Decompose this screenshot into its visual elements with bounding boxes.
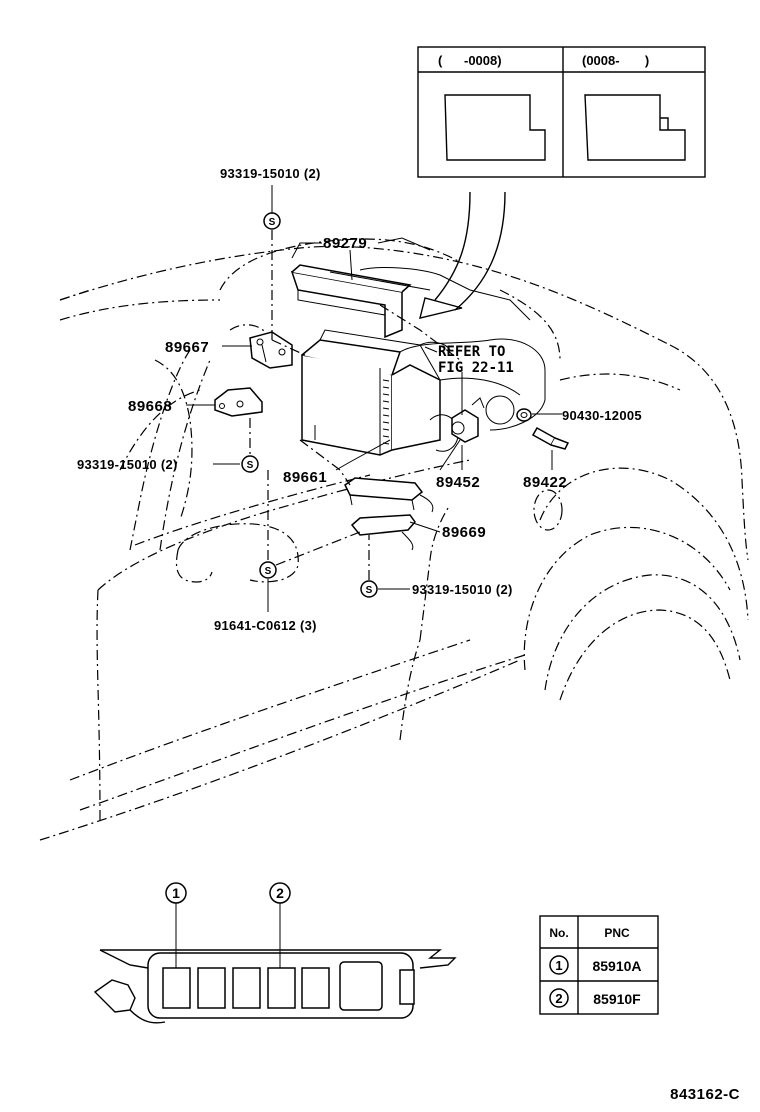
callout-1: 1: [165, 882, 187, 968]
pnc-header-no: No.: [549, 926, 568, 940]
bracket-89279: [290, 264, 431, 339]
washer-90430: [516, 408, 532, 422]
pnc-row-1-no: 1: [555, 958, 562, 973]
pnc-row-1-pnc: 85910A: [592, 958, 641, 974]
callout-1-text: 1: [172, 885, 180, 901]
pnc-table: No. PNC 1 85910A 2 85910F: [539, 915, 659, 1015]
label-bolt-left: 93319-15010 (2): [77, 457, 178, 472]
label-plug: 90430-12005: [562, 408, 642, 423]
label-89279: 89279: [323, 235, 367, 252]
s-symbol-screw: S: [259, 561, 277, 579]
curved-arrow: [419, 191, 506, 319]
figure-id: 843162-C: [670, 1086, 740, 1103]
inset-left-label: ( -0008): [438, 53, 502, 68]
label-89668: 89668: [128, 398, 172, 415]
label-89669: 89669: [442, 524, 486, 541]
vehicle-outline: [39, 238, 749, 841]
pnc-header-pnc: PNC: [604, 926, 630, 940]
sensor-89669: [344, 477, 434, 551]
label-89661: 89661: [283, 469, 327, 486]
inset-right-shape: [584, 94, 686, 161]
inset-right-label: (0008- ): [582, 53, 649, 68]
s-symbol-top: S: [263, 212, 281, 230]
sensor-89452: [451, 397, 485, 443]
sensor-89422: [531, 426, 570, 450]
s-symbol-left: S: [241, 455, 259, 473]
label-89422: 89422: [523, 474, 567, 491]
label-89667: 89667: [165, 339, 209, 356]
s-symbol-screw-text: S: [265, 566, 272, 577]
bracket-89668: [214, 387, 263, 417]
label-89452: 89452: [436, 474, 480, 491]
label-bolt-top: 93319-15010 (2): [220, 166, 321, 181]
computer-89661: [301, 329, 441, 456]
junction-block: [93, 949, 457, 1024]
callout-2-text: 2: [276, 885, 284, 901]
variant-inset: ( -0008) (0008- ): [417, 46, 706, 178]
s-symbol-top-text: S: [269, 217, 276, 228]
leader-lines: [186, 185, 562, 612]
label-refer-line1: REFER TO: [438, 344, 505, 360]
pnc-row-2-pnc: 85910F: [593, 991, 641, 1007]
label-screw: 91641-C0612 (3): [214, 618, 317, 633]
label-refer-line2: FIG 22-11: [438, 360, 514, 376]
s-symbol-bottom-text: S: [366, 585, 373, 596]
s-symbol-left-text: S: [247, 460, 254, 471]
inset-left-shape: [444, 94, 546, 161]
bracket-89667: [249, 331, 293, 369]
pnc-row-2-no: 2: [555, 991, 562, 1006]
label-bolt-bottom: 93319-15010 (2): [412, 582, 513, 597]
s-symbol-bottom: S: [360, 580, 378, 598]
callout-2: 2: [269, 882, 291, 968]
